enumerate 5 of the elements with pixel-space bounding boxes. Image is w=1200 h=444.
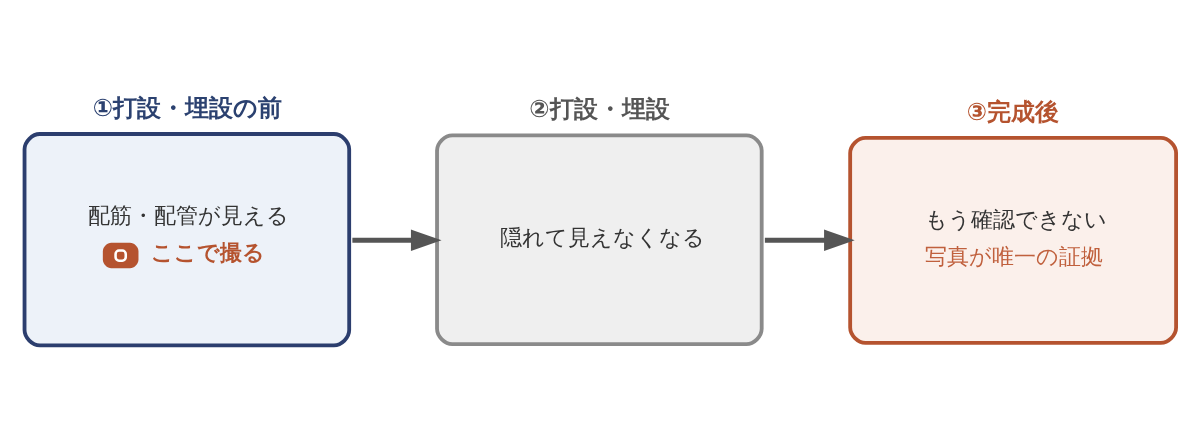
node-label: ②打設・埋設 xyxy=(529,94,670,123)
node-label: ①打設・埋設の前 xyxy=(92,93,283,122)
arrow xyxy=(764,229,855,251)
arrow xyxy=(352,229,442,251)
node-label: ③完成後 xyxy=(966,97,1060,126)
